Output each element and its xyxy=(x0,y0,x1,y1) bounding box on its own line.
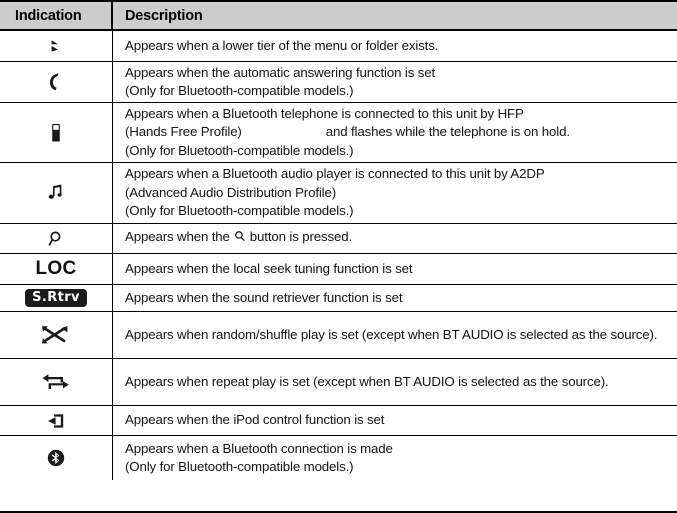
table-row: Appears when the button is pressed. xyxy=(0,224,677,254)
description-cell: Appears when repeat play is set (except … xyxy=(113,359,677,405)
description-text: Appears when repeat play is set (except … xyxy=(125,373,609,389)
description-line-2a: (Hands Free Profile) xyxy=(125,124,242,140)
music-note-icon xyxy=(46,183,66,203)
description-text: Appears when the iPod control function i… xyxy=(125,412,385,428)
description-line-1: Appears when a Bluetooth telephone is co… xyxy=(125,105,524,121)
indication-cell: S.Rtrv xyxy=(0,285,113,311)
column-header-description-label: Description xyxy=(125,7,203,24)
mobile-phone-icon xyxy=(50,122,62,144)
indication-cell xyxy=(0,406,113,435)
description-cell: Appears when the automatic answering fun… xyxy=(113,62,677,102)
phone-handset-icon xyxy=(47,72,65,92)
table-row: Appears when the automatic answering fun… xyxy=(0,62,677,103)
lower-tier-arrow-icon xyxy=(48,38,64,54)
description-cell: Appears when a Bluetooth audio player is… xyxy=(113,163,677,223)
description-cell: Appears when the button is pressed. xyxy=(113,224,677,253)
sound-retriever-badge: S.Rtrv xyxy=(25,289,87,307)
description-cell: Appears when random/shuffle play is set … xyxy=(113,312,677,358)
bluetooth-icon xyxy=(46,448,66,468)
table-row: Appears when random/shuffle play is set … xyxy=(0,312,677,359)
table-row: Appears when the iPod control function i… xyxy=(0,406,677,436)
column-header-description: Description xyxy=(113,2,677,29)
shuffle-icon xyxy=(41,324,71,346)
description-text: Appears when a Bluetooth telephone is co… xyxy=(125,105,570,161)
description-cell: Appears when a Bluetooth connection is m… xyxy=(113,436,677,480)
indication-cell xyxy=(0,62,113,102)
description-cell: Appears when the iPod control function i… xyxy=(113,406,677,435)
description-line-3: (Only for Bluetooth-compatible models.) xyxy=(125,142,354,158)
table-row: Appears when a Bluetooth connection is m… xyxy=(0,436,677,480)
table-row: Appears when a Bluetooth audio player is… xyxy=(0,163,677,224)
table-row: S.Rtrv Appears when the sound retriever … xyxy=(0,285,677,312)
description-text: Appears when the automatic answering fun… xyxy=(125,64,436,99)
table-row: Appears when a lower tier of the menu or… xyxy=(0,31,677,62)
description-text: Appears when a lower tier of the menu or… xyxy=(125,37,439,53)
loc-text-indicator: LOC xyxy=(35,258,77,279)
table-header-row: Indication Description xyxy=(0,2,677,31)
description-cell: Appears when a Bluetooth telephone is co… xyxy=(113,103,677,162)
description-text: Appears when the local seek tuning funct… xyxy=(125,260,413,276)
description-text: Appears when random/shuffle play is set … xyxy=(125,326,658,342)
indication-cell xyxy=(0,436,113,480)
indication-cell xyxy=(0,31,113,61)
indication-cell xyxy=(0,312,113,358)
column-header-indication-label: Indication xyxy=(15,7,82,24)
description-part-2: button is pressed. xyxy=(249,228,353,244)
column-header-indication: Indication xyxy=(0,2,113,29)
repeat-icon xyxy=(41,372,71,392)
ipod-control-icon xyxy=(45,411,67,431)
indication-cell xyxy=(0,103,113,162)
table-row: LOC Appears when the local seek tuning f… xyxy=(0,254,677,285)
indication-cell: LOC xyxy=(0,254,113,284)
description-text: Appears when a Bluetooth connection is m… xyxy=(125,440,393,475)
description-cell: Appears when the local seek tuning funct… xyxy=(113,254,677,284)
description-part-1: Appears when the xyxy=(125,228,230,244)
search-button-icon xyxy=(233,230,247,250)
description-text: Appears when a Bluetooth audio player is… xyxy=(125,166,545,219)
indication-cell xyxy=(0,359,113,405)
magnifier-icon xyxy=(47,230,65,248)
description-text: Appears when the sound retriever functio… xyxy=(125,289,403,305)
description-cell: Appears when a lower tier of the menu or… xyxy=(113,31,677,61)
description-text: Appears when the button is pressed. xyxy=(125,228,352,250)
table-row: Appears when a Bluetooth telephone is co… xyxy=(0,103,677,163)
indication-cell xyxy=(0,224,113,253)
table-row: Appears when repeat play is set (except … xyxy=(0,359,677,406)
indication-cell xyxy=(0,163,113,223)
description-cell: Appears when the sound retriever functio… xyxy=(113,285,677,311)
description-line-2b: and flashes while the telephone is on ho… xyxy=(325,124,570,140)
